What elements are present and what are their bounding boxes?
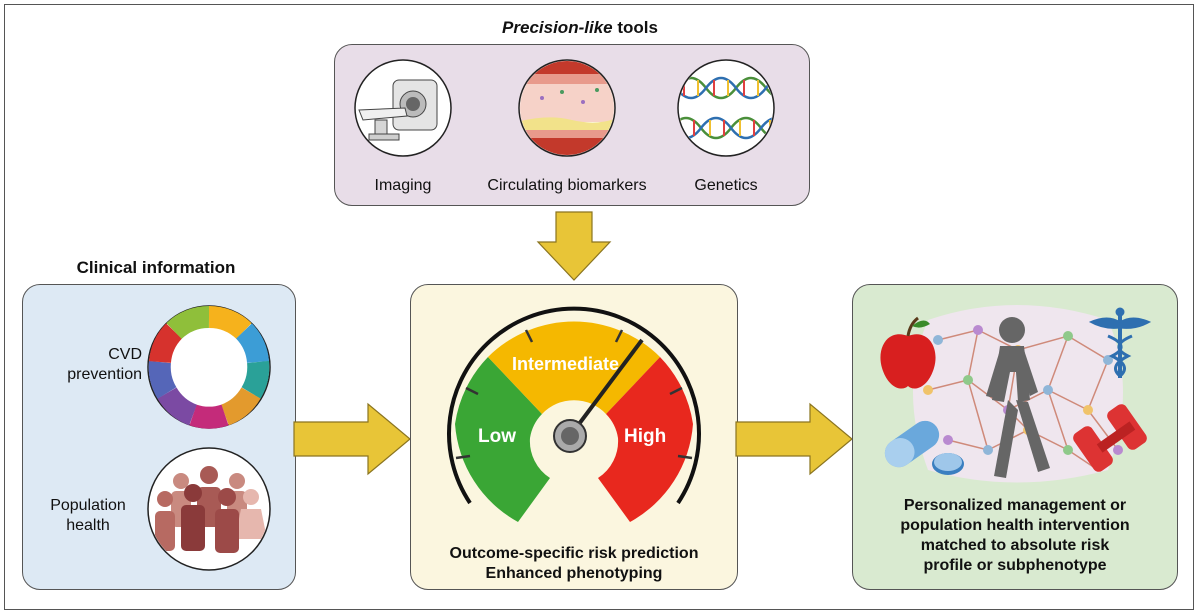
intervention-caption: Personalized management or population he…	[852, 496, 1178, 576]
intervention-line-2: population health intervention	[900, 517, 1130, 534]
gauge-high-label: High	[624, 426, 667, 447]
gauge-intermediate-segment	[488, 321, 660, 414]
dumbbell-icon	[1073, 404, 1147, 472]
right-arrow-icon-1	[293, 402, 411, 476]
risk-caption-line-2: Enhanced phenotyping	[485, 565, 663, 582]
risk-gauge	[447, 306, 701, 522]
cvd-prevention-wheel-icon	[147, 305, 271, 429]
population-label: Population health	[40, 496, 136, 536]
apple-icon	[880, 316, 936, 389]
top-title-italic: Precision-like	[502, 18, 613, 37]
biomarkers-label: Circulating biomarkers	[487, 177, 647, 194]
intervention-line-3: matched to absolute risk	[920, 537, 1110, 554]
intervention-line-4: profile or subphenotype	[923, 557, 1107, 574]
down-arrow-icon	[536, 211, 612, 281]
blood-vessel-icon	[518, 59, 616, 157]
walking-person-icon	[986, 317, 1050, 478]
risk-caption-line-1: Outcome-specific risk prediction	[449, 545, 699, 562]
intervention-line-1: Personalized management or	[903, 497, 1127, 514]
population-line-1: Population	[50, 497, 126, 514]
pills-icon	[884, 420, 964, 475]
ct-scanner-icon	[354, 59, 452, 157]
personalized-care-illustration	[880, 305, 1152, 483]
imaging-label: Imaging	[374, 177, 432, 194]
population-people-icon	[147, 447, 271, 571]
genetics-label: Genetics	[694, 177, 758, 194]
top-title-rest: tools	[612, 18, 658, 37]
cvd-line-1: CVD	[108, 346, 142, 363]
caduceus-icon	[1088, 307, 1152, 378]
dna-icon	[677, 59, 775, 157]
population-line-2: health	[66, 517, 110, 534]
right-arrow-icon-2	[735, 402, 853, 476]
cvd-line-2: prevention	[67, 366, 142, 383]
top-title: Precision-like tools	[420, 18, 740, 38]
figure-frame	[4, 4, 1194, 610]
gauge-low-segment	[455, 357, 550, 522]
gauge-low-label: Low	[478, 426, 516, 447]
cvd-label: CVD prevention	[52, 345, 142, 385]
gauge-intermediate-label: Intermediate	[512, 354, 620, 374]
gauge-high-segment	[598, 357, 693, 522]
risk-caption: Outcome-specific risk prediction Enhance…	[410, 544, 738, 584]
clinical-info-title: Clinical information	[76, 258, 236, 277]
